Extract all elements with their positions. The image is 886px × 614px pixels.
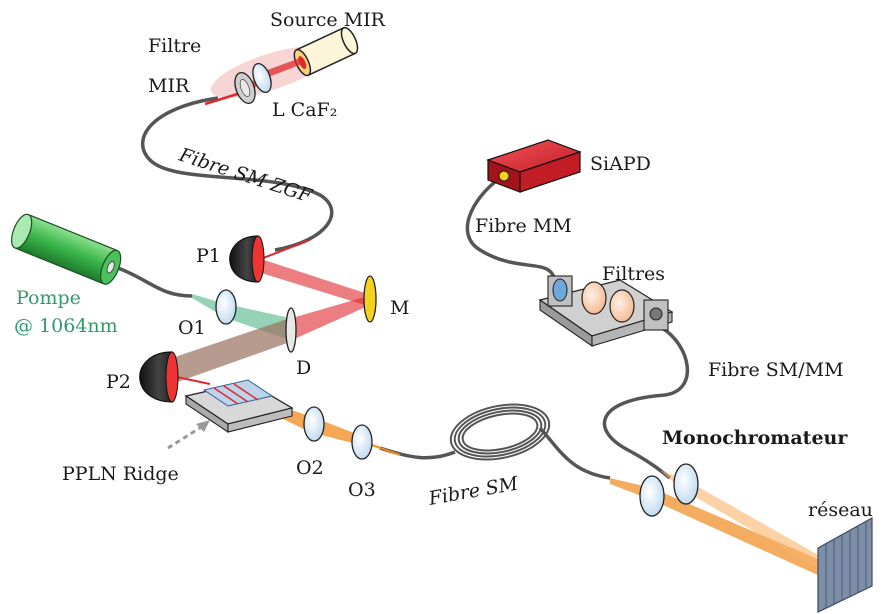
monochromator-beam-return — [660, 470, 820, 570]
fibre-sm-zgf-cable — [140, 96, 334, 252]
monochromator-lens-2 — [673, 463, 699, 505]
label-source-mir: Source MIR — [270, 9, 386, 31]
diffraction-grating — [817, 516, 873, 613]
label-p2: P2 — [106, 371, 131, 393]
lens-o1 — [215, 289, 237, 325]
label-fibre-mm: Fibre MM — [475, 215, 572, 237]
label-fibre-sm: Fibre SM — [426, 472, 520, 510]
fibre-sm-mm-cable — [602, 326, 690, 480]
label-ppln-ridge: PPLN Ridge — [62, 463, 179, 485]
pump-laser — [11, 213, 122, 285]
label-reseau: réseau — [808, 499, 873, 521]
dichroic-d — [285, 307, 297, 353]
label-monochromateur: Monochromateur — [662, 427, 848, 449]
ppln-ridge-crystal — [184, 379, 294, 434]
siapd-detector — [486, 139, 582, 193]
label-filtre-mir-1: Filtre — [148, 35, 201, 57]
fibre-sm-spool — [449, 403, 551, 461]
label-filtre-mir-2: MIR — [148, 75, 190, 97]
label-siapd: SiAPD — [590, 153, 651, 175]
label-filtres: Filtres — [602, 263, 665, 285]
lens-caf2 — [252, 62, 272, 94]
parabolic-mirror-p2 — [139, 351, 179, 403]
filtre-mir — [234, 72, 256, 104]
mir-beam-in — [244, 58, 302, 94]
mir-beam-p1-m — [258, 258, 368, 306]
monochromator-lens-1 — [639, 475, 665, 517]
label-lens-caf2: L CaF₂ — [272, 99, 337, 121]
label-pompe-wavelength: @ 1064nm — [14, 315, 118, 337]
label-o2: O2 — [296, 457, 324, 479]
lens-o3 — [351, 424, 373, 460]
label-pompe: Pompe — [16, 287, 81, 309]
signal-beam-fibre — [371, 444, 401, 456]
mir-beam-from-fibre — [257, 239, 311, 261]
label-p1: P1 — [196, 245, 221, 267]
label-fibre-sm-mm: Fibre SM/MM — [708, 359, 844, 381]
mir-beam-m-d — [292, 296, 368, 340]
label-d: D — [296, 357, 311, 379]
mirror-m — [363, 275, 377, 323]
ppln-pointer-arrow — [167, 422, 207, 450]
fibre-mm-cable — [465, 176, 557, 286]
mir-source — [293, 26, 359, 77]
fibre-sm-cable-out — [538, 426, 611, 480]
parabolic-mirror-p1 — [229, 235, 265, 283]
filter-bench — [538, 275, 674, 348]
ppln-pointer-head — [196, 420, 210, 432]
lens-o2 — [303, 406, 325, 442]
label-o3: O3 — [348, 479, 376, 501]
pump-fibre-cable — [117, 266, 193, 298]
combined-beam-d-p2 — [172, 318, 290, 384]
label-m: M — [390, 297, 409, 319]
label-o1: O1 — [178, 317, 206, 339]
